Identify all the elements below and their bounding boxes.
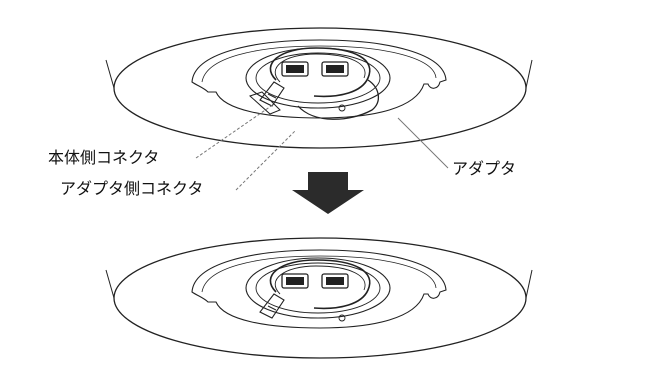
label-adapter: アダプタ bbox=[452, 159, 517, 178]
label-main-unit-connector: 本体側コネクタ bbox=[48, 148, 160, 167]
adapter-after bbox=[259, 259, 371, 319]
device-after bbox=[105, 237, 533, 359]
label-adapter-connector: アダプタ側コネクタ bbox=[60, 179, 204, 198]
leader-lines bbox=[195, 103, 449, 191]
adapter-before bbox=[259, 47, 371, 107]
down-arrow-icon bbox=[292, 172, 364, 214]
device-before bbox=[105, 27, 533, 149]
